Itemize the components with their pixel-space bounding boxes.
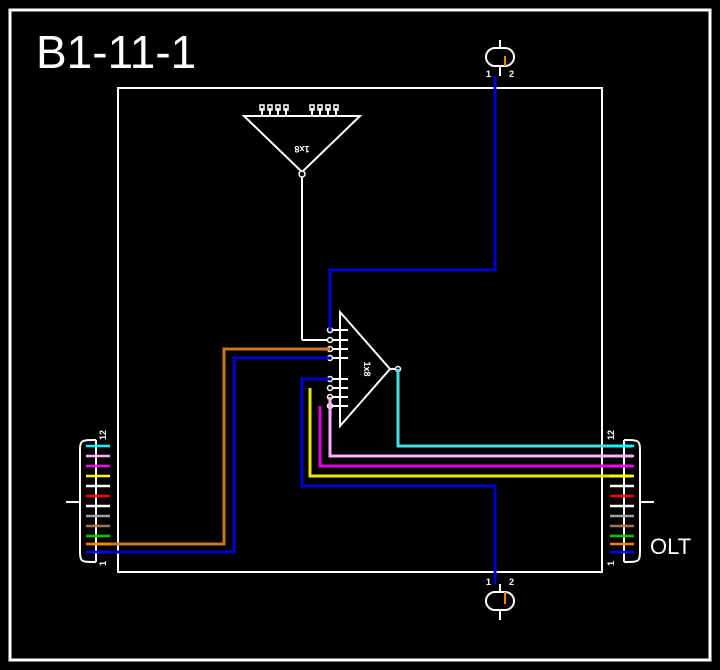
connector-top-pin1: 1 [486,69,491,79]
route-yellow [308,388,632,478]
route-top-blue [328,76,497,330]
route-blue-left [92,356,330,554]
connector-top-pin2: 2 [509,69,514,79]
splitter-main-ratio: 1x8 [362,361,372,376]
cable-right: 12 1 [606,430,654,566]
fiber-routes [92,76,632,584]
connector-bottom-pin2: 2 [509,577,514,587]
splitter-main: 1x8 [326,309,402,429]
outer-frame [8,8,712,662]
enclosure-box [117,87,603,573]
cable-left-last: 12 [98,430,108,440]
route-magenta [318,406,632,468]
cable-right-first: 1 [606,561,616,566]
connector-bottom-pin1: 1 [486,577,491,587]
connector-bottom: 1 2 [485,577,515,620]
route-cyan [396,369,632,448]
route-orange [92,347,330,546]
route-blue-bottom [300,377,497,584]
olt-label: OLT [650,534,691,559]
splitter-top-ratio: 1x8 [294,144,309,154]
cable-right-last: 12 [606,430,616,440]
cable-left: 12 1 [66,430,110,566]
splitter-top: 1x8 [241,104,363,341]
connector-top: 1 2 [485,40,515,79]
route-pink [328,397,632,458]
cable-left-first: 1 [98,561,108,566]
diagram-title: B1-11-1 [36,26,196,78]
